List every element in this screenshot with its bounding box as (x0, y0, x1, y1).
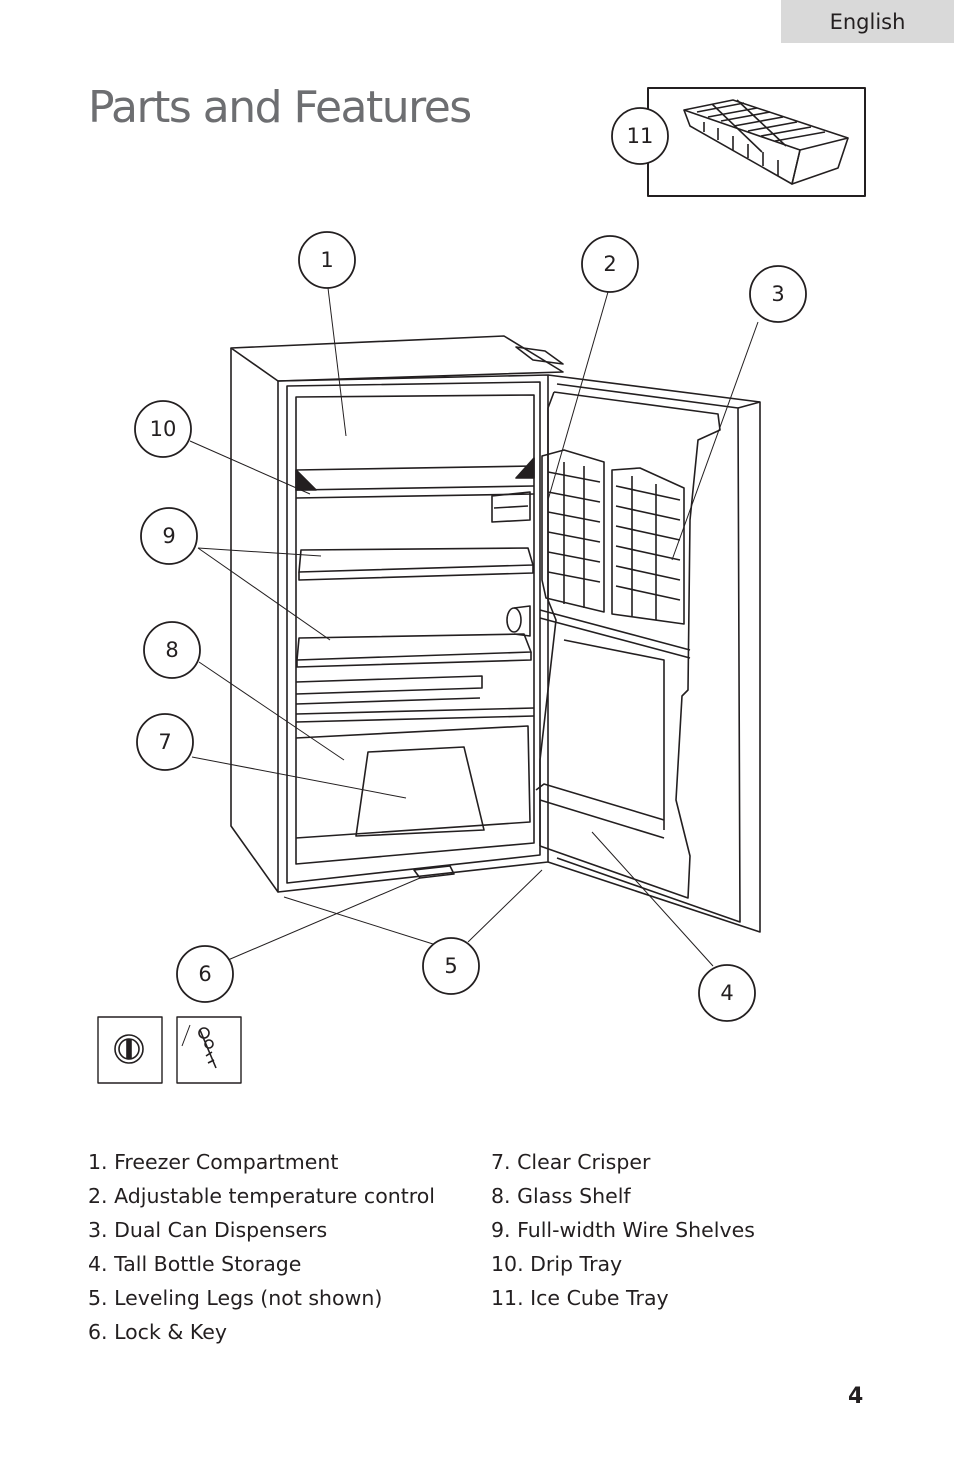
parts-list-item: 8. Glass Shelf (491, 1184, 631, 1208)
parts-list-item: 4. Tall Bottle Storage (88, 1252, 302, 1276)
callout-5: 5 (444, 954, 457, 978)
parts-list-item: 5. Leveling Legs (not shown) (88, 1286, 383, 1310)
language-label: English (829, 9, 906, 34)
lock-and-key-thumbnails (97, 1016, 242, 1084)
callout-3: 3 (771, 282, 784, 306)
parts-list-item: 3. Dual Can Dispensers (88, 1218, 328, 1242)
parts-list-left: 1. Freezer Compartment 2. Adjustable tem… (88, 1146, 435, 1350)
refrigerator-door (535, 374, 761, 933)
callout-4: 4 (720, 981, 733, 1005)
parts-list-item: 2. Adjustable temperature control (88, 1184, 435, 1208)
parts-list-item: 10. Drip Tray (491, 1252, 623, 1276)
callout-7: 7 (158, 730, 171, 754)
callout-9: 9 (162, 524, 175, 548)
parts-list-right: 7. Clear Crisper 8. Glass Shelf 9. Full-… (491, 1146, 755, 1316)
parts-list-item: 6. Lock & Key (88, 1320, 228, 1344)
callout-2: 2 (603, 252, 616, 276)
language-tab: English (781, 0, 954, 43)
callout-6: 6 (198, 962, 211, 986)
parts-list-item: 11. Ice Cube Tray (491, 1286, 669, 1310)
ice-cube-tray-illustration (647, 87, 866, 197)
page-title: Parts and Features (88, 82, 472, 133)
parts-list-item: 9. Full-width Wire Shelves (491, 1218, 755, 1242)
callout-1: 1 (320, 248, 333, 272)
leader-lines (181, 287, 759, 1047)
callout-8: 8 (165, 638, 178, 662)
callout-10: 10 (150, 417, 177, 441)
parts-list-item: 1. Freezer Compartment (88, 1150, 339, 1174)
refrigerator-diagram: 11 1 2 3 10 9 8 7 6 5 4 (97, 87, 866, 1084)
page-number: 4 (848, 1384, 864, 1409)
callout-circles (134, 107, 807, 1022)
parts-list-item: 7. Clear Crisper (491, 1150, 651, 1174)
refrigerator-cabinet (230, 335, 564, 893)
callout-11: 11 (627, 124, 654, 148)
